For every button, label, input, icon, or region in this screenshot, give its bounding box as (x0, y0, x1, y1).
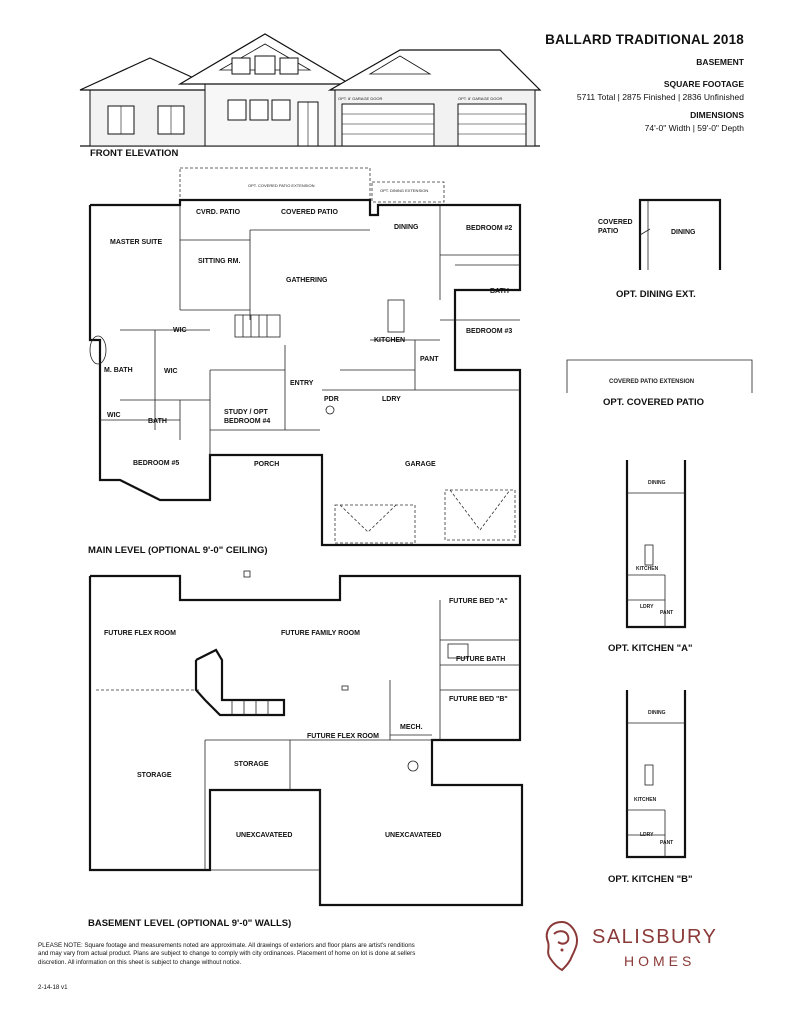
room-storage-1: STORAGE (137, 772, 172, 779)
room-future-family-room: FUTURE FAMILY ROOM (281, 630, 360, 637)
opt-dining-caption: OPT. DINING EXT. (616, 289, 696, 300)
room-bedroom-2: BEDROOM #2 (466, 225, 513, 232)
room-wic-2: WIC (164, 368, 178, 375)
room-pdr: PDR (324, 396, 339, 403)
basement-level-floor-plan (88, 570, 524, 907)
opt-dining-dining: DINING (671, 229, 696, 236)
main-level-floor-plan (88, 167, 522, 547)
room-pant: PANT (420, 356, 439, 363)
opt-kitchen-a-caption: OPT. KITCHEN "A" (608, 643, 693, 654)
room-future-bath: FUTURE BATH (456, 656, 506, 663)
room-ldry: LDRY (382, 396, 401, 403)
opt-patio-extension-label: OPT. COVERED PATIO EXTENSION (248, 183, 315, 188)
front-elevation-caption: FRONT ELEVATION (90, 148, 179, 159)
opt-kitchen-a-kitchen: KITCHEN (636, 566, 659, 572)
room-entry: ENTRY (290, 380, 314, 387)
room-unexcavated-2: UNEXCAVATEED (385, 832, 442, 839)
opt-kitchen-a-drawing (625, 460, 687, 629)
opt-covered-patio-drawing (566, 359, 753, 393)
room-m-bath: M. BATH (104, 367, 133, 374)
opt-kitchen-b-caption: OPT. KITCHEN "B" (608, 874, 693, 885)
dimensions-value: 74'-0" Width | 59'-0" Depth (644, 123, 744, 133)
opt-kitchen-b-kitchen: KITCHEN (634, 797, 657, 803)
version-label: 2-14-18 v1 (38, 984, 68, 991)
main-level-caption: MAIN LEVEL (OPTIONAL 9'-0" CEILING) (88, 545, 268, 556)
room-future-bed-a: FUTURE BED "A" (449, 598, 508, 605)
opt-kitchen-b-drawing (625, 690, 687, 859)
room-future-flex-room-1: FUTURE FLEX ROOM (104, 630, 176, 637)
opt-kitchen-b-pant: PANT (660, 840, 674, 846)
room-gathering: GATHERING (286, 277, 328, 284)
room-bedroom-5: BEDROOM #5 (133, 460, 180, 467)
room-bath: BATH (148, 418, 167, 425)
dimensions-label: DIMENSIONS (690, 110, 744, 120)
room-future-bed-b: FUTURE BED "B" (449, 696, 508, 703)
front-elevation-drawing (79, 33, 542, 147)
garage-door-label-1: OPT. 8' GARAGE DOOR (338, 96, 383, 101)
room-garage: GARAGE (405, 461, 436, 468)
opt-kitchen-b-dining: DINING (648, 710, 666, 716)
opt-dining-ext-drawing (638, 198, 722, 270)
room-porch: PORCH (254, 461, 280, 468)
plan-title: BALLARD TRADITIONAL 2018 (545, 32, 744, 47)
opt-kitchen-a-dining: DINING (648, 480, 666, 486)
room-bath-2: BATH (490, 288, 509, 295)
opt-kitchen-b-ldry: LDRY (640, 832, 654, 838)
disclaimer-note: PLEASE NOTE: Square footage and measurem… (38, 942, 416, 966)
room-bedroom-3: BEDROOM #3 (466, 328, 513, 335)
room-dining: DINING (394, 224, 419, 231)
ram-head-icon (545, 920, 579, 972)
garage-door-label-2: OPT. 8' GARAGE DOOR (458, 96, 503, 101)
opt-covered-patio-label: COVERED PATIO EXTENSION (609, 379, 695, 385)
logo-sub: HOMES (624, 953, 696, 969)
opt-kitchen-a-pant: PANT (660, 610, 674, 616)
square-footage-label: SQUARE FOOTAGE (663, 79, 744, 89)
room-sitting-rm: SITTING RM. (198, 258, 241, 265)
room-unexcavated-1: UNEXCAVATEED (236, 832, 293, 839)
opt-dining-covered-patio: COVERED PATIO (598, 219, 633, 235)
room-study: STUDY / OPT BEDROOM #4 (224, 409, 271, 425)
opt-kitchen-a-ldry: LDRY (640, 604, 654, 610)
opt-dining-extension-label: OPT. DINING EXTENSION (380, 188, 429, 193)
logo-name: SALISBURY (592, 926, 718, 948)
room-wic-3: WIC (107, 412, 121, 419)
room-future-flex-room-2: FUTURE FLEX ROOM (307, 733, 379, 740)
room-mech: MECH. (400, 724, 423, 731)
room-master-suite: MASTER SUITE (110, 239, 163, 246)
room-wic-1: WIC (173, 327, 187, 334)
plan-subtitle: BASEMENT (696, 57, 744, 67)
basement-level-caption: BASEMENT LEVEL (OPTIONAL 9'-0" WALLS) (88, 918, 292, 929)
room-cvrd-patio: CVRD. PATIO (196, 209, 241, 216)
square-footage-value: 5711 Total | 2875 Finished | 2836 Unfini… (576, 92, 744, 102)
opt-covered-patio-caption: OPT. COVERED PATIO (603, 397, 704, 408)
room-kitchen: KITCHEN (374, 337, 406, 344)
room-storage-2: STORAGE (234, 761, 269, 768)
room-covered-patio: COVERED PATIO (281, 209, 338, 216)
